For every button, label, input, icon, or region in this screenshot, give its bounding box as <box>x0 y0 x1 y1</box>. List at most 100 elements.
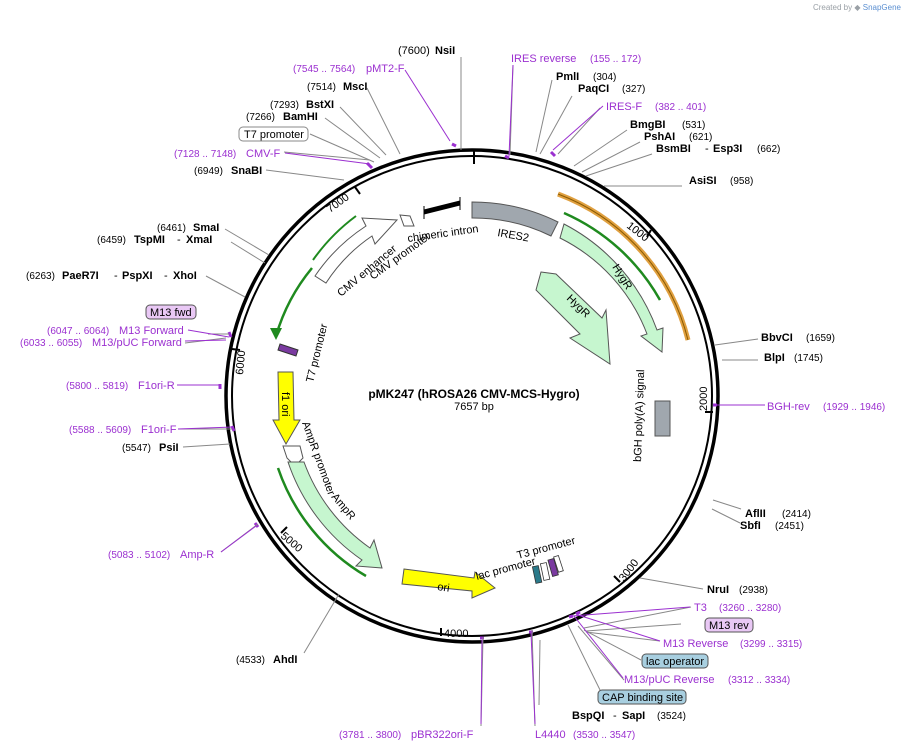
site-sbfi-pos: (2451) <box>775 521 804 532</box>
m13-fwd-label-box <box>145 304 197 320</box>
site-f1ori-f[interactable]: F1ori-F <box>141 424 177 436</box>
site-sbfi[interactable]: SbfI <box>740 520 761 532</box>
site-bspqi[interactable]: BspQI <box>572 710 604 722</box>
site-asisi-pos: (958) <box>730 176 753 187</box>
site-cmvf-pos: (7128 .. 7148) <box>174 149 236 160</box>
feature-ampr[interactable] <box>287 461 383 569</box>
feature-ori[interactable] <box>401 568 496 599</box>
feature-ires2[interactable] <box>471 201 559 237</box>
feature-label-ires2: IRES2 <box>496 227 529 244</box>
ampr-orf-line <box>276 467 367 578</box>
feature-chimeric-intron[interactable] <box>423 200 461 215</box>
feature-cmv-enhancer[interactable] <box>314 217 399 284</box>
site-t3[interactable]: T3 <box>694 602 707 614</box>
site-nsii-pos: (7600) <box>398 45 430 57</box>
backbone-outer-ring <box>224 148 720 644</box>
site-pbr322ori-f[interactable]: pBR322ori-F <box>411 729 474 741</box>
site-bspqi-pos: (3524) <box>657 711 686 722</box>
site-f1ori-r[interactable]: F1ori-R <box>138 380 175 392</box>
site-paer7i[interactable]: PaeR7I <box>62 270 99 282</box>
site-t3-pos: (3260 .. 3280) <box>719 603 781 614</box>
site-aflii[interactable]: AflII <box>745 508 766 520</box>
site-lac-operator[interactable]: lac operator <box>646 656 704 668</box>
site-pshai-pos: (621) <box>689 132 712 143</box>
site-bgh-rev[interactable]: BGH-rev <box>767 401 810 413</box>
feature-t3-lac-cluster[interactable] <box>531 554 564 584</box>
feature-label-lac-promoter: lac promoter <box>475 555 537 583</box>
site-cmvf[interactable]: CMV-F <box>246 148 281 160</box>
m13-rev-box <box>704 617 754 633</box>
site-m13-forward[interactable]: M13 Forward <box>119 325 184 337</box>
feature-hygr-inner[interactable] <box>535 271 611 365</box>
site-amp-r[interactable]: Amp-R <box>180 549 214 561</box>
feature-bgh-polya[interactable] <box>654 400 671 437</box>
site-bamhi[interactable]: BamHI <box>283 111 318 123</box>
site-msci[interactable]: MscI <box>343 81 367 93</box>
green-orf-arrowhead <box>270 328 282 340</box>
site-bsmbi[interactable]: BsmBI <box>656 143 691 155</box>
site-bmgbi[interactable]: BmgBI <box>630 119 665 131</box>
site-nsii[interactable]: NsiI <box>435 45 455 57</box>
feature-hygr-outer[interactable] <box>559 223 664 353</box>
site-ires-reverse[interactable]: IRES reverse <box>511 53 576 65</box>
site-pspxi[interactable]: PspXI <box>122 270 153 282</box>
site-m13-fwd[interactable]: M13 fwd <box>150 307 192 319</box>
site-m13-puc-forward[interactable]: M13/pUC Forward <box>92 337 182 349</box>
site-snabi[interactable]: SnaBI <box>231 165 262 177</box>
brand-name: SnapGene <box>862 3 901 12</box>
site-tspmi-pos: (6459) <box>97 235 126 246</box>
site-iresf-pos: (382 .. 401) <box>655 102 706 113</box>
site-pmt2f[interactable]: pMT2-F <box>366 63 405 75</box>
site-cap-binding[interactable]: CAP binding site <box>602 692 683 704</box>
site-m13-forward-pos: (6047 .. 6064) <box>47 326 109 337</box>
site-pmli-pos: (304) <box>593 72 616 83</box>
plasmid-length: 7657 bp <box>454 401 494 413</box>
site-m13-puc-reverse[interactable]: M13/pUC Reverse <box>624 674 714 686</box>
site-pmli[interactable]: PmlI <box>556 71 579 83</box>
cap-binding-site-box <box>597 689 687 705</box>
site-xhoi[interactable]: XhoI <box>173 270 197 282</box>
feature-label-t7-promoter: T7 promoter <box>304 322 330 383</box>
scale-ticks <box>231 186 713 636</box>
site-psii[interactable]: PsiI <box>159 442 179 454</box>
feature-f1-ori[interactable] <box>272 371 301 446</box>
site-blpi[interactable]: BlpI <box>764 352 785 364</box>
site-l4440[interactable]: L4440 <box>535 729 566 741</box>
site-pshai[interactable]: PshAI <box>644 131 675 143</box>
site-paqci-pos: (327) <box>622 84 645 95</box>
site-amp-r-pos: (5083 .. 5102) <box>108 550 170 561</box>
site-nrui[interactable]: NruI <box>707 584 729 596</box>
site-iresf[interactable]: IRES-F <box>606 101 642 113</box>
site-ahdi-pos: (4533) <box>236 655 265 666</box>
site-m13-reverse[interactable]: M13 Reverse <box>663 638 728 650</box>
site-paqci[interactable]: PaqCI <box>578 83 609 95</box>
site-smai-pos: (6461) <box>157 223 186 234</box>
site-pspxi-sep: - <box>164 270 168 282</box>
site-l4440-pos: (3530 .. 3547) <box>573 730 635 741</box>
feature-t7-promoter[interactable] <box>277 343 299 357</box>
site-smai[interactable]: SmaI <box>193 222 219 234</box>
site-bamhi-pos: (7266) <box>246 112 275 123</box>
site-esp3i[interactable]: Esp3I <box>713 143 742 155</box>
tick-label-4000: 4000 <box>444 628 468 640</box>
site-t7-promoter[interactable]: T7 promoter <box>244 129 304 141</box>
snapgene-logo-icon: ◆ <box>854 3 861 12</box>
site-sapi[interactable]: SapI <box>622 710 645 722</box>
site-bstxi[interactable]: BstXI <box>306 99 334 111</box>
site-m13-puc-forward-pos: (6033 .. 6055) <box>20 338 82 349</box>
site-m13-rev[interactable]: M13 rev <box>709 620 749 632</box>
feature-cmv-promoter-arrow[interactable] <box>399 214 415 227</box>
site-psii-pos: (5547) <box>122 443 151 454</box>
site-bmgbi-pos: (531) <box>682 120 705 131</box>
site-pmt2f-pos: (7545 .. 7564) <box>293 64 355 75</box>
feature-label-bgh: bGH poly(A) signal <box>632 369 647 462</box>
plasmid-name: pMK247 (hROSA26 CMV-MCS-Hygro) <box>368 387 579 401</box>
site-f1ori-f-pos: (5588 .. 5609) <box>69 425 131 436</box>
site-ahdi[interactable]: AhdI <box>273 654 297 666</box>
site-pbr322ori-f-pos: (3781 .. 3800) <box>339 730 401 741</box>
site-xmai[interactable]: XmaI <box>186 234 212 246</box>
site-bbvci[interactable]: BbvCI <box>761 332 793 344</box>
site-asisi[interactable]: AsiSI <box>689 175 717 187</box>
site-tspmi[interactable]: TspMI <box>134 234 165 246</box>
